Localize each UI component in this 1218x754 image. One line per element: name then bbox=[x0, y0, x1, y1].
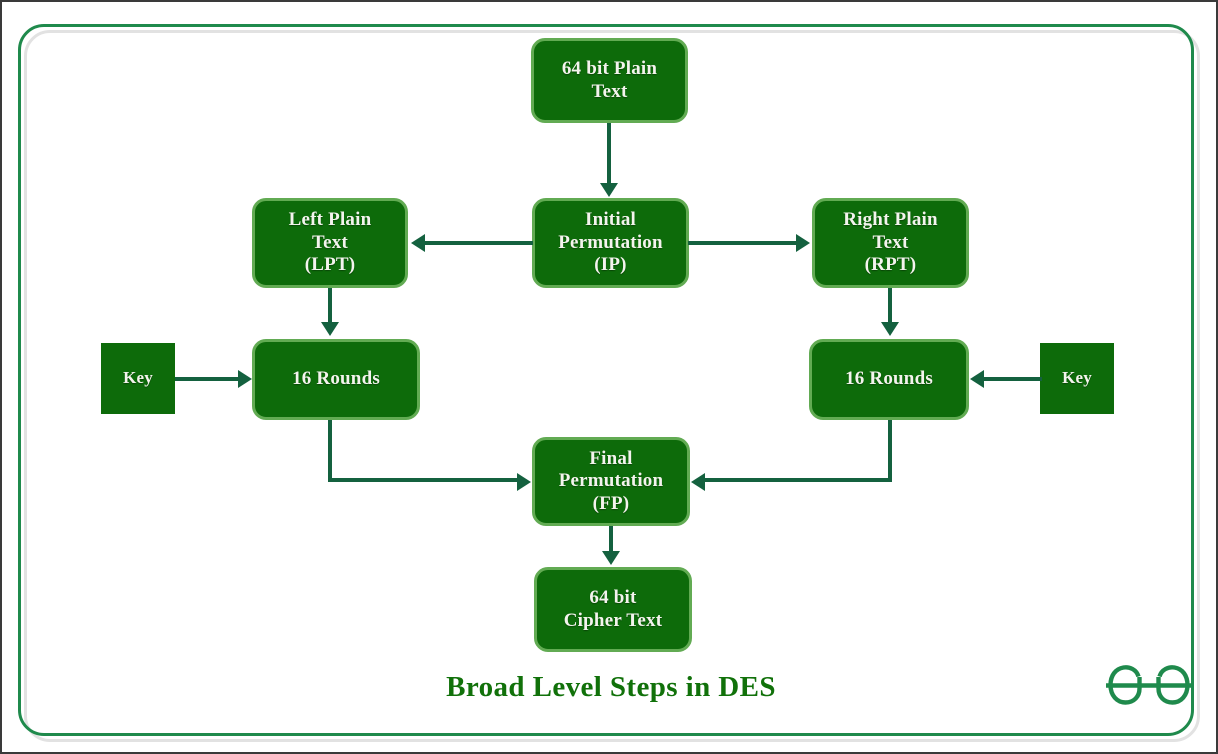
node-label: Initial Permutation (IP) bbox=[558, 209, 663, 276]
node-label: Left Plain Text (LPT) bbox=[288, 209, 372, 276]
node-16-rounds-right: 16 Rounds bbox=[809, 339, 969, 420]
edge-rounds-left-to-fp-horizontal bbox=[328, 478, 518, 482]
node-64bit-cipher-text: 64 bit Cipher Text bbox=[534, 567, 692, 652]
arrowhead-ip-to-rpt bbox=[796, 234, 810, 252]
edge-rounds-right-to-fp-vertical bbox=[888, 420, 892, 482]
node-left-plain-text: Left Plain Text (LPT) bbox=[252, 198, 408, 288]
arrowhead-key-right-to-rounds-right bbox=[970, 370, 984, 388]
arrowhead-ip-to-lpt bbox=[411, 234, 425, 252]
node-label: Key bbox=[123, 368, 153, 388]
edge-key-left-to-rounds-left bbox=[175, 377, 239, 381]
arrowhead-rpt-to-rounds-right bbox=[881, 322, 899, 336]
arrowhead-plaintext-to-ip bbox=[600, 183, 618, 197]
arrowhead-fp-to-ciphertext bbox=[602, 551, 620, 565]
edge-rounds-left-to-fp-vertical bbox=[328, 420, 332, 482]
node-label: 16 Rounds bbox=[845, 368, 933, 390]
node-16-rounds-left: 16 Rounds bbox=[252, 339, 420, 420]
node-key-right: Key bbox=[1040, 343, 1114, 414]
node-64bit-plain-text: 64 bit Plain Text bbox=[531, 38, 688, 123]
arrowhead-rounds-right-to-fp bbox=[691, 473, 705, 491]
arrowhead-rounds-left-to-fp bbox=[517, 473, 531, 491]
edge-key-right-to-rounds-right bbox=[984, 377, 1042, 381]
node-label: 64 bit Cipher Text bbox=[563, 587, 663, 631]
edge-ip-to-rpt bbox=[688, 241, 796, 245]
node-final-permutation: Final Permutation (FP) bbox=[532, 437, 690, 526]
edge-ip-to-lpt bbox=[425, 241, 533, 245]
node-label: 16 Rounds bbox=[292, 368, 380, 390]
node-initial-permutation: Initial Permutation (IP) bbox=[532, 198, 689, 288]
edge-rpt-to-rounds-right bbox=[888, 288, 892, 325]
edge-rounds-right-to-fp-horizontal bbox=[704, 478, 892, 482]
edge-lpt-to-rounds-left bbox=[328, 288, 332, 325]
arrowhead-lpt-to-rounds-left bbox=[321, 322, 339, 336]
bottom-text-sliver bbox=[2, 748, 1216, 752]
node-label: Right Plain Text (RPT) bbox=[843, 209, 938, 276]
edge-plaintext-to-ip bbox=[607, 123, 611, 185]
geeksforgeeks-logo-icon bbox=[1104, 659, 1194, 715]
edge-fp-to-ciphertext bbox=[609, 526, 613, 554]
node-label: Key bbox=[1062, 368, 1092, 388]
diagram-title: Broad Level Steps in DES bbox=[446, 671, 776, 703]
node-key-left: Key bbox=[101, 343, 175, 414]
frame-green-border bbox=[18, 24, 1194, 736]
node-label: 64 bit Plain Text bbox=[561, 58, 658, 102]
node-right-plain-text: Right Plain Text (RPT) bbox=[812, 198, 969, 288]
frame-shadow-border bbox=[24, 30, 1200, 742]
arrowhead-key-left-to-rounds-left bbox=[238, 370, 252, 388]
node-label: Final Permutation (FP) bbox=[558, 447, 664, 514]
